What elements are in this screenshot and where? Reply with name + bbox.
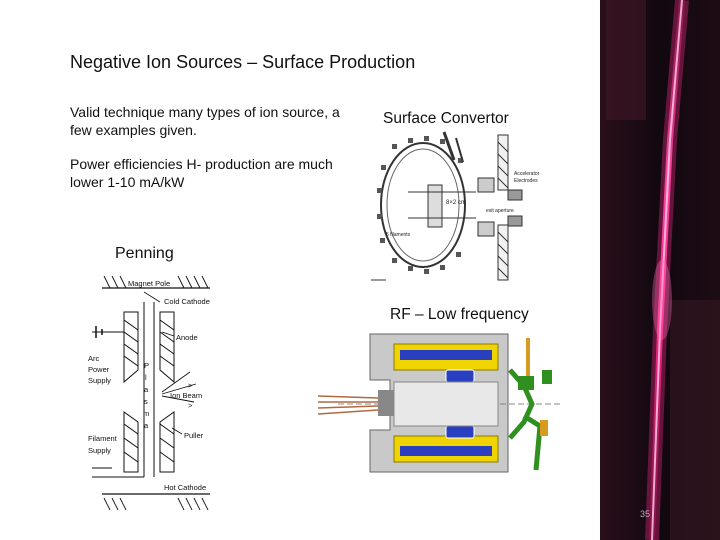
penning-source-diagram: Magnet Pole Cold Cathode Anode Arc: [82, 272, 232, 517]
page-number: 35: [640, 509, 651, 519]
svg-text:Supply: Supply: [88, 446, 111, 455]
rf-source-drawing: [318, 330, 562, 480]
surface-convertor-diagram: Accelerator Electrodes 8×2 cm exit apert…: [368, 130, 546, 290]
svg-text:l: l: [145, 373, 147, 382]
svg-text:Arc: Arc: [88, 354, 100, 363]
svg-text:Cold Cathode: Cold Cathode: [164, 297, 210, 306]
svg-text:a: a: [144, 421, 149, 430]
svg-text:Magnet Pole: Magnet Pole: [128, 279, 170, 288]
label-rf-low-frequency: RF – Low frequency: [390, 306, 529, 323]
svg-text:8×2 cm: 8×2 cm: [446, 200, 466, 206]
slide-title: Negative Ion Sources – Surface Productio…: [70, 52, 416, 72]
svg-text:Electrodes: Electrodes: [514, 178, 538, 184]
svg-text:a: a: [144, 385, 149, 394]
svg-text:exit aperture: exit aperture: [486, 208, 514, 214]
svg-text:Power: Power: [88, 365, 110, 374]
svg-text:Puller: Puller: [184, 431, 204, 440]
svg-text:Hot Cathode: Hot Cathode: [164, 483, 206, 492]
plasma-discharge-photo: [600, 0, 720, 540]
body-text-technique: Valid technique many types of ion source…: [70, 104, 340, 138]
svg-text:>: >: [188, 401, 193, 410]
svg-text:Anode: Anode: [176, 333, 198, 342]
svg-text:Supply: Supply: [88, 376, 111, 385]
svg-text:5 filaments: 5 filaments: [386, 232, 411, 238]
body-text-efficiency: Power efficiencies H- production are muc…: [70, 156, 333, 190]
label-surface-convertor: Surface Convertor: [383, 110, 509, 127]
svg-text:>: >: [188, 381, 193, 390]
svg-text:Filament: Filament: [88, 434, 118, 443]
svg-text:Accelerator: Accelerator: [514, 171, 540, 177]
svg-text:Ion Beam: Ion Beam: [170, 391, 202, 400]
svg-text:m: m: [143, 409, 149, 418]
svg-text:s: s: [144, 397, 148, 406]
svg-text:P: P: [144, 361, 149, 370]
label-penning: Penning: [115, 245, 174, 262]
